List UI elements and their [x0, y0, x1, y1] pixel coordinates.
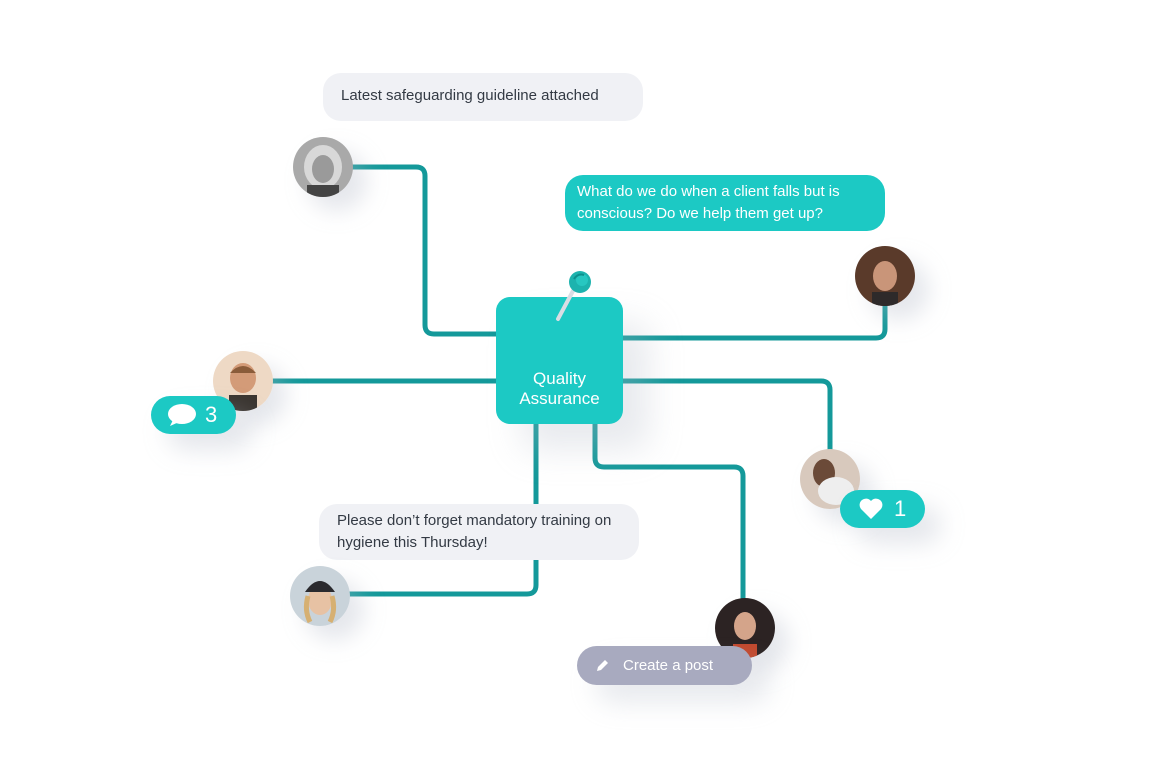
- comments-badge[interactable]: 3: [151, 396, 236, 434]
- avatar[interactable]: [855, 246, 915, 306]
- post-text: Please don’t forget mandatory training o…: [337, 512, 612, 551]
- avatar-photo-grey-woman: [293, 137, 353, 197]
- create-post-button[interactable]: Create a post: [577, 646, 752, 685]
- post-text: Latest safeguarding guideline attached: [341, 87, 599, 104]
- quality-assurance-hub[interactable]: Quality Assurance: [496, 271, 623, 424]
- avatar[interactable]: [213, 351, 273, 411]
- avatar[interactable]: [290, 566, 350, 626]
- post-bubble-hygiene-training[interactable]: Please don’t forget mandatory training o…: [319, 504, 639, 560]
- avatar[interactable]: [293, 137, 353, 197]
- avatar-photo-short-hair-woman: [213, 351, 273, 411]
- avatar-photo-current-user: [715, 598, 775, 658]
- avatar[interactable]: [715, 598, 775, 658]
- connector-bottom-left: [345, 420, 539, 597]
- likes-count: 1: [894, 496, 907, 521]
- connector-top-left: [347, 164, 500, 337]
- pencil-icon: [595, 659, 609, 673]
- avatar-photo-dark-hair-woman: [855, 246, 915, 306]
- hub-title: Quality Assurance: [519, 369, 600, 408]
- heart-icon: [859, 498, 883, 519]
- comments-count: 3: [205, 402, 218, 427]
- post-bubble-client-falls[interactable]: What do we do when a client falls but is…: [565, 175, 885, 231]
- avatar-photo-beanie-woman: [290, 566, 350, 626]
- post-text: What do we do when a client falls but is…: [577, 183, 840, 222]
- pin-icon: [556, 271, 591, 321]
- connector-bottom-right: [592, 420, 746, 603]
- connector-right: [619, 378, 833, 455]
- comment-icon: [168, 404, 196, 426]
- create-post-label: Create a post: [623, 657, 714, 674]
- post-bubble-safeguarding[interactable]: Latest safeguarding guideline attached: [323, 73, 643, 121]
- likes-badge[interactable]: 1: [840, 490, 925, 528]
- connector-top-right: [619, 302, 888, 341]
